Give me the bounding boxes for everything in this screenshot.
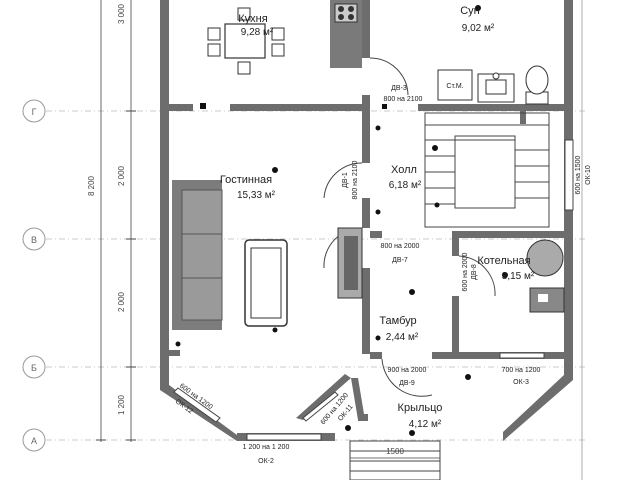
door-size-dv1: 800 на 2100 (352, 160, 359, 199)
kitchen-table (207, 7, 285, 75)
dim-segment-1: 3 000 (117, 3, 126, 24)
room-area-hall: 6,18 м² (389, 180, 422, 191)
room-area-boiler: 3,15 м² (502, 271, 535, 282)
fireplace (337, 227, 363, 299)
svg-text:Ст.М.: Ст.М. (446, 83, 463, 90)
room-name-kitchen: Кухня (238, 13, 267, 25)
window-size-ok2: 1 200 на 1 200 (243, 444, 290, 451)
room-name-hall: Холл (391, 164, 417, 176)
room-area-porch: 4,12 м² (409, 419, 442, 430)
axis-marker-a: А (22, 428, 46, 452)
door-code-dv8: ДВ-8 (471, 264, 478, 280)
sink (477, 72, 515, 103)
axis-marker-g: Г (22, 99, 46, 123)
room-area-living: 15,33 м² (237, 190, 276, 201)
light-switch-2 (382, 104, 387, 109)
dim-segment-4: 1 200 (117, 394, 126, 415)
porch-steps (349, 440, 441, 480)
stair-dim: 1500 (386, 447, 404, 456)
svg-text:Г: Г (32, 107, 37, 117)
kitchen-counter (330, 0, 362, 68)
window-code-ok3: ОК-3 (513, 379, 529, 386)
dim-total: 8 200 (87, 175, 96, 196)
axis-marker-b: Б (22, 355, 46, 379)
room-name-porch: Крыльцо (398, 402, 443, 414)
dimension-lines (96, 0, 136, 442)
boiler (526, 239, 565, 313)
room-name-boiler: Котельная (477, 255, 530, 267)
windows (173, 139, 574, 441)
room-name-vestibule: Тамбур (379, 315, 416, 327)
staircase (424, 112, 550, 228)
door-size-dv8: 600 на 2000 (462, 252, 469, 291)
window-size-ok10: 600 на 1500 (575, 155, 582, 194)
room-area-vestibule: 2,44 м² (386, 332, 419, 343)
light-switch (200, 103, 206, 109)
room-area-kitchen: 9,28 м² (241, 27, 274, 38)
window-code-ok2: ОК-2 (258, 458, 274, 465)
door-code-dv7: ДВ-7 (392, 257, 408, 264)
svg-text:Б: Б (31, 363, 37, 373)
room-name-living: Гостинная (220, 174, 272, 186)
sofa (172, 180, 223, 330)
axis-marker-v: В (22, 227, 46, 251)
room-name-bathroom: Сун (460, 5, 480, 17)
svg-text:В: В (31, 235, 37, 245)
window-size-ok3: 700 на 1200 (502, 367, 541, 374)
washing-machine: Ст.М. (437, 69, 473, 101)
light-fixtures (175, 5, 508, 436)
door-code-dv1: ДВ-1 (342, 172, 349, 188)
room-area-bathroom: 9,02 м² (462, 23, 495, 34)
dim-segment-2: 2 000 (117, 165, 126, 186)
window-code-ok10: ОК-10 (585, 165, 592, 185)
door-size-dv3: 800 на 2100 (384, 96, 423, 103)
door-code-dv9: ДВ-9 (399, 380, 415, 387)
svg-text:А: А (31, 436, 37, 446)
toilet (525, 65, 549, 105)
dim-segment-3: 2 000 (117, 291, 126, 312)
door-code-dv3: ДВ-3 (391, 85, 407, 92)
door-size-dv7: 800 на 2000 (381, 243, 420, 250)
door-size-dv9: 900 на 2000 (388, 367, 427, 374)
coffee-table (244, 239, 288, 327)
